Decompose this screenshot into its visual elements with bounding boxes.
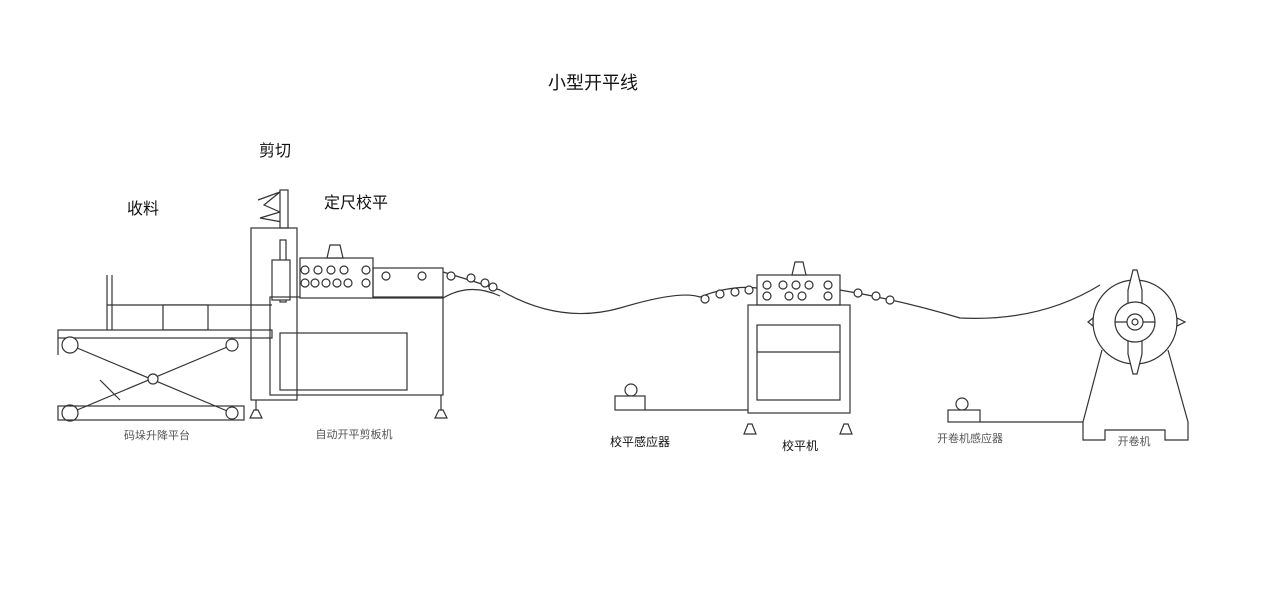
leveler-machine xyxy=(743,261,853,435)
label-uncoiler: 开卷机 xyxy=(1118,434,1151,448)
label-shear: 剪切 xyxy=(259,141,291,160)
leveler-sensor xyxy=(614,383,748,411)
label-auto-cut-to-length-machine: 自动开平剪板机 xyxy=(316,427,393,441)
uncoiler-sensor xyxy=(947,397,1083,423)
stacking-lift-platform xyxy=(57,275,273,422)
steel-strip-loop xyxy=(839,284,1101,319)
label-uncoiler-sensor: 开卷机感应器 xyxy=(937,431,1003,445)
label-receive: 收料 xyxy=(127,199,159,218)
uncoiler xyxy=(1082,269,1189,441)
label-stacking-lift-platform: 码垛升降平台 xyxy=(124,428,190,442)
auto-cut-to-length-machine xyxy=(249,189,501,419)
label-leveler-sensor: 校平感应器 xyxy=(610,434,670,449)
label-leveler: 校平机 xyxy=(782,438,818,453)
diagram-title: 小型开平线 xyxy=(548,73,638,94)
label-leveling: 定尺校平 xyxy=(324,193,388,212)
